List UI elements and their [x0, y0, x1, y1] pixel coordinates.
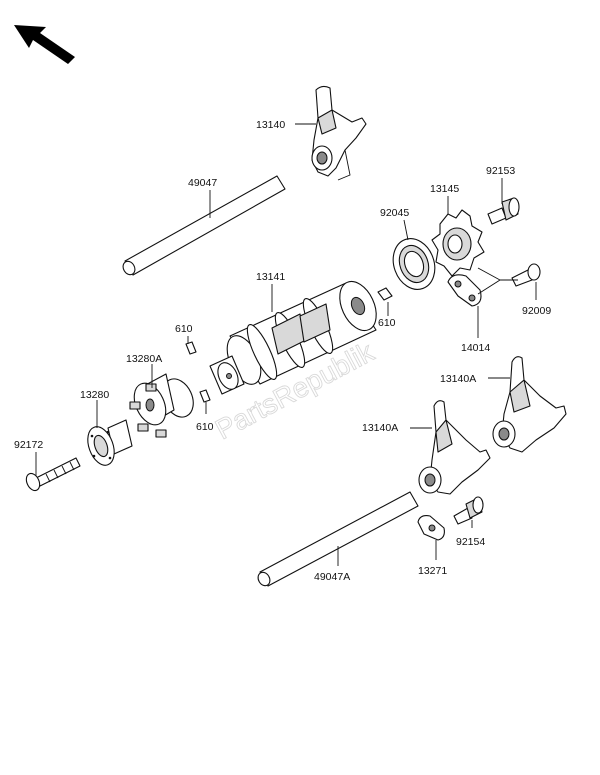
label-13140[interactable]: 13140: [256, 119, 285, 131]
label-92154[interactable]: 92154: [456, 536, 485, 548]
shaft-49047a[interactable]: [256, 491, 419, 588]
label-92153[interactable]: 92153: [486, 165, 515, 177]
label-610-upper[interactable]: 610: [175, 323, 193, 335]
label-610-right[interactable]: 610: [378, 317, 396, 329]
bolt-92153[interactable]: [487, 197, 520, 225]
lever-14014[interactable]: [447, 274, 482, 307]
label-610-lower[interactable]: 610: [196, 421, 214, 433]
pin-610-right[interactable]: [377, 287, 393, 301]
shaft-49047[interactable]: [121, 175, 286, 277]
pin-610-lower[interactable]: [199, 389, 211, 403]
pin-610-upper[interactable]: [185, 341, 197, 355]
bolt-92172[interactable]: [24, 457, 81, 493]
label-13140a-right[interactable]: 13140A: [440, 373, 476, 385]
leader-lines: [35, 123, 537, 566]
label-13141[interactable]: 13141: [256, 271, 285, 283]
bolt-92154[interactable]: [453, 496, 484, 525]
label-13280a[interactable]: 13280A: [126, 353, 162, 365]
shift-fork-13140[interactable]: [311, 85, 367, 181]
bolt-92009[interactable]: [511, 263, 541, 287]
label-13140a-left[interactable]: 13140A: [362, 422, 398, 434]
label-92009[interactable]: 92009: [522, 305, 551, 317]
holder-13280a[interactable]: [128, 373, 199, 438]
shift-fork-13140a-left[interactable]: [418, 400, 491, 495]
direction-arrow-icon: [14, 25, 75, 64]
label-49047a[interactable]: 49047A: [314, 571, 350, 583]
part-labels: 13140 49047 13145 92153 92045 13141 610 …: [14, 119, 551, 583]
label-13280[interactable]: 13280: [80, 389, 109, 401]
label-49047[interactable]: 49047: [188, 177, 217, 189]
shift-drum-13141[interactable]: [209, 276, 383, 395]
bearing-92045[interactable]: [386, 233, 441, 296]
label-92045[interactable]: 92045: [380, 207, 409, 219]
holder-13280[interactable]: [83, 419, 133, 469]
label-92172[interactable]: 92172: [14, 439, 43, 451]
shift-fork-13140a-right[interactable]: [492, 356, 567, 453]
plate-13271[interactable]: [417, 515, 445, 541]
label-14014[interactable]: 14014: [461, 342, 490, 354]
shift-drum-cam-13145[interactable]: [431, 209, 485, 277]
label-13145[interactable]: 13145: [430, 183, 459, 195]
label-13271[interactable]: 13271: [418, 565, 447, 577]
